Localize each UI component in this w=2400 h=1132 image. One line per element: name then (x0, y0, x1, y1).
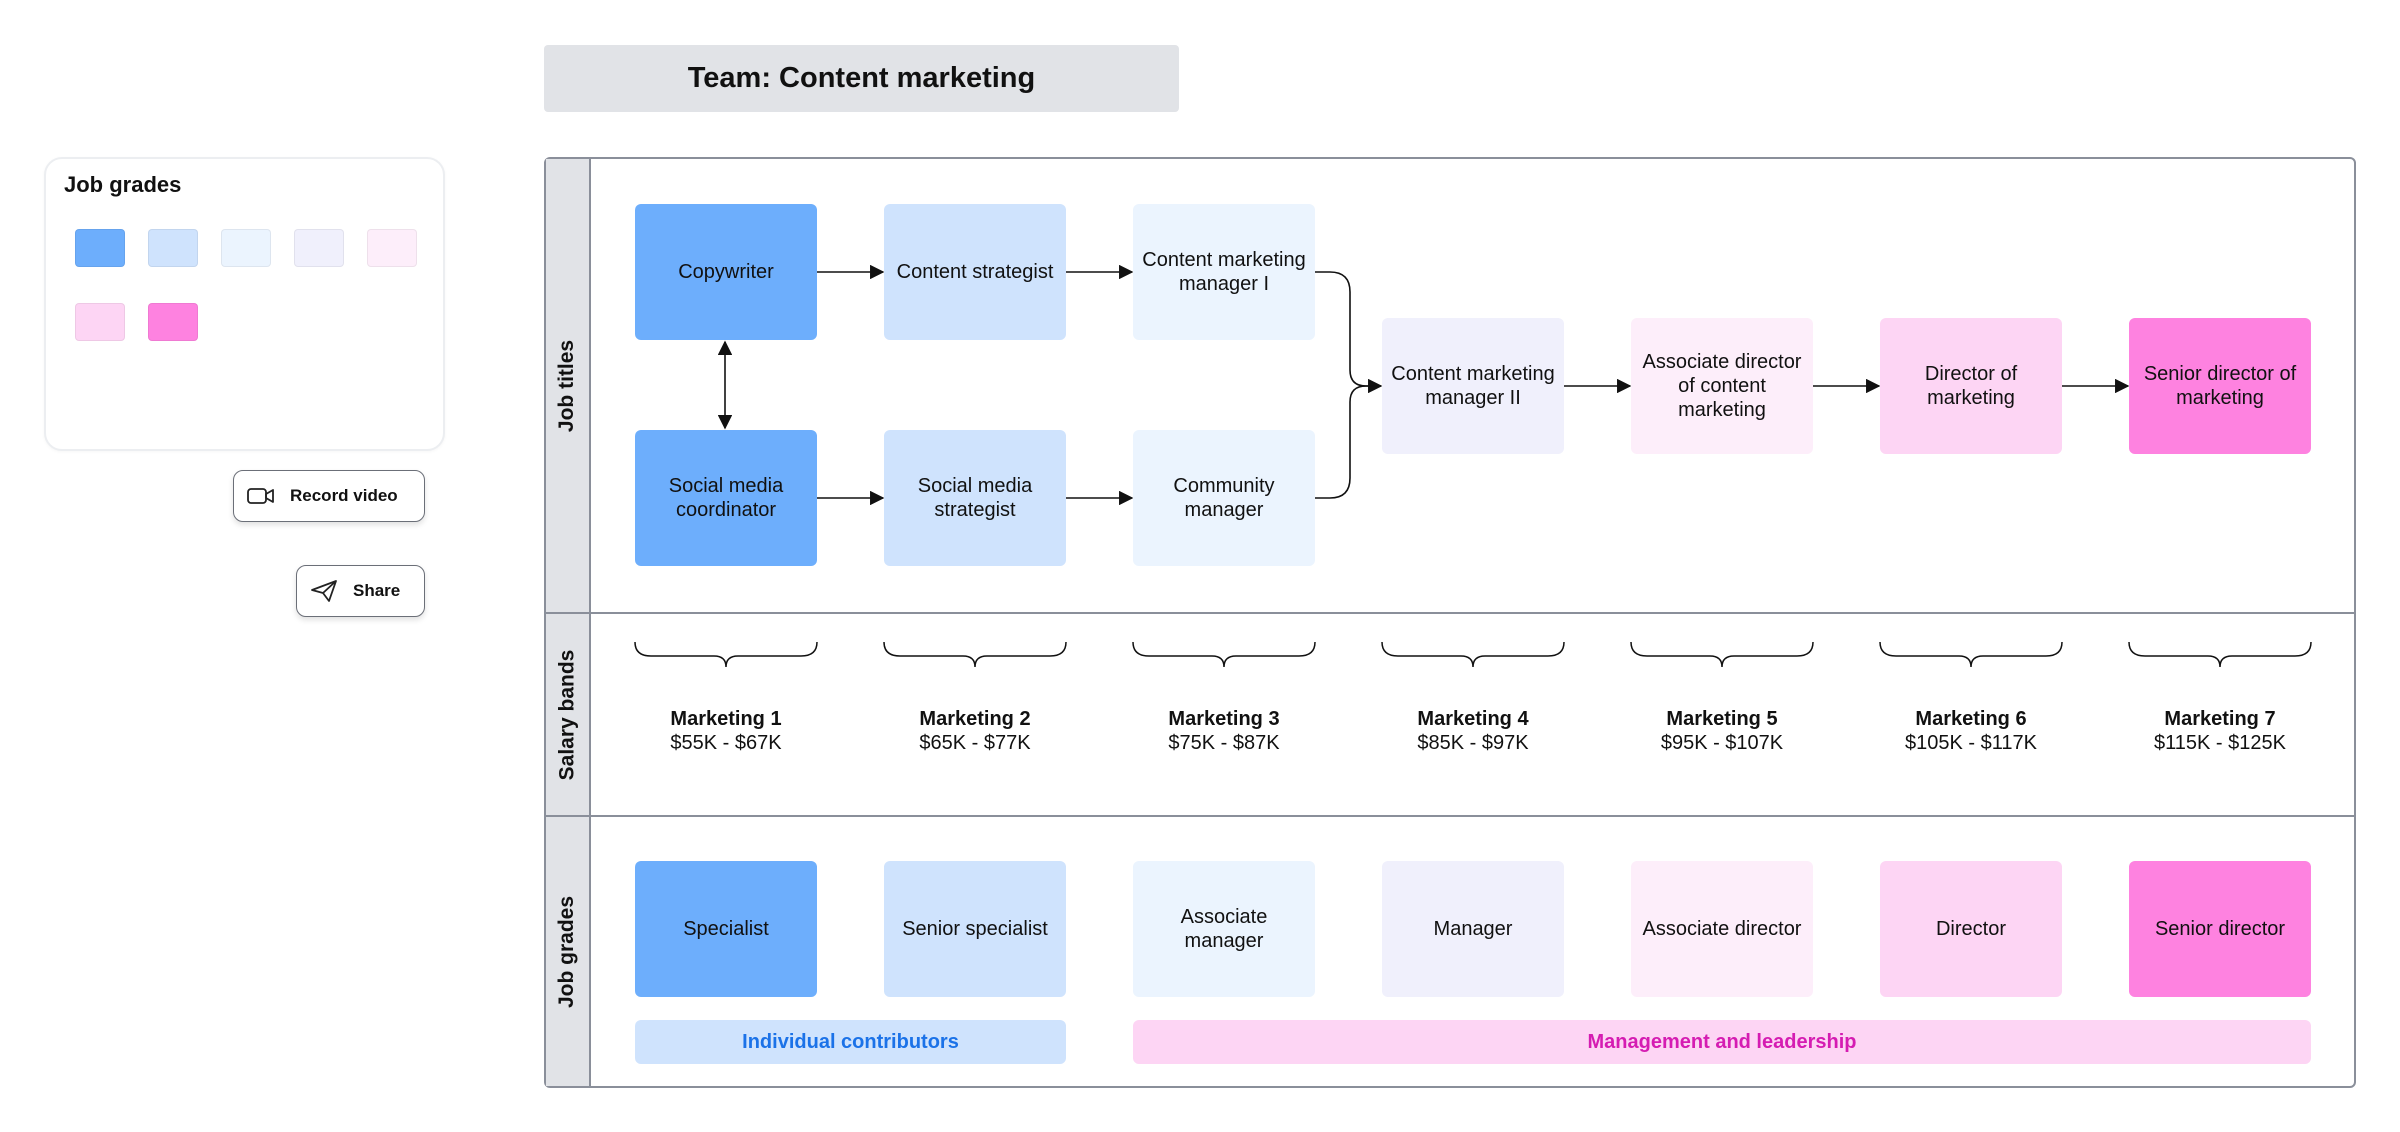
video-camera-icon (247, 488, 274, 504)
group-management-leadership: Management and leadership (1133, 1020, 2311, 1064)
legend-swatch-3[interactable] (221, 229, 271, 267)
legend-title: Job grades (64, 172, 182, 197)
job-title-senior-director-of-marketing[interactable]: Senior director of marketing (2129, 318, 2311, 454)
group-individual-contributors: Individual contributors (635, 1020, 1066, 1064)
legend-swatch-7[interactable] (148, 303, 198, 341)
arrow-cmm1-to-cmm2 (1315, 271, 1383, 394)
share-button[interactable]: Share (296, 565, 425, 617)
salary-band-1: Marketing 1$55K - $67K (670, 708, 782, 754)
band-brace-4 (1381, 641, 1565, 668)
share-label: Share (353, 581, 401, 600)
job-grade-associate-manager[interactable]: Associate manager (1133, 861, 1315, 997)
job-title-social-media-strategist[interactable]: Social media strategist (884, 430, 1066, 566)
band-brace-2 (883, 641, 1067, 668)
salary-band-4: Marketing 4$85K - $97K (1417, 708, 1529, 754)
salary-band-2: Marketing 2$65K - $77K (919, 708, 1031, 754)
band-brace-5 (1630, 641, 1814, 668)
lane-divider-1 (546, 612, 2354, 614)
job-title-associate-director-content-marketing[interactable]: Associate director of content marketing (1631, 318, 1813, 454)
record-video-label: Record video (290, 486, 398, 505)
band-brace-7 (2128, 641, 2312, 668)
job-title-copywriter[interactable]: Copywriter (635, 204, 817, 340)
team-title-text: Team: Content marketing (687, 62, 1036, 94)
arrow-community-to-cmm2 (1315, 385, 1381, 499)
legend-swatch-1[interactable] (75, 229, 125, 267)
job-grade-senior-specialist[interactable]: Senior specialist (884, 861, 1066, 997)
job-title-social-media-coordinator[interactable]: Social media coordinator (635, 430, 817, 566)
job-grade-senior-director[interactable]: Senior director (2129, 861, 2311, 997)
lane-label-job-titles: Job titles (546, 159, 591, 612)
legend-swatch-2[interactable] (148, 229, 198, 267)
job-grade-associate-director[interactable]: Associate director (1631, 861, 1813, 997)
job-grade-specialist[interactable]: Specialist (635, 861, 817, 997)
lane-label-salary-bands: Salary bands (546, 614, 591, 815)
lane-divider-2 (546, 815, 2354, 817)
job-title-content-marketing-manager-2[interactable]: Content marketing manager II (1382, 318, 1564, 454)
band-brace-3 (1132, 641, 1316, 668)
salary-band-6: Marketing 6$105K - $117K (1905, 708, 2037, 754)
job-grade-manager[interactable]: Manager (1382, 861, 1564, 997)
legend-swatch-4[interactable] (294, 229, 344, 267)
job-grade-director[interactable]: Director (1880, 861, 2062, 997)
salary-band-5: Marketing 5$95K - $107K (1660, 708, 1784, 754)
job-title-content-marketing-manager-1[interactable]: Content marketing manager I (1133, 204, 1315, 340)
salary-band-7: Marketing 7$115K - $125K (2154, 708, 2286, 754)
job-title-community-manager[interactable]: Community manager (1133, 430, 1315, 566)
legend-swatch-6[interactable] (75, 303, 125, 341)
legend-swatch-5[interactable] (367, 229, 417, 267)
band-brace-6 (1879, 641, 2063, 668)
job-title-director-of-marketing[interactable]: Director of marketing (1880, 318, 2062, 454)
job-title-content-strategist[interactable]: Content strategist (884, 204, 1066, 340)
lane-label-job-grades: Job grades (546, 817, 591, 1086)
salary-band-3: Marketing 3$75K - $87K (1168, 708, 1280, 754)
record-video-button[interactable]: Record video (233, 470, 425, 522)
team-title: Team: Content marketing (544, 45, 1179, 112)
paper-plane-icon (311, 580, 337, 602)
band-brace-1 (634, 641, 818, 668)
